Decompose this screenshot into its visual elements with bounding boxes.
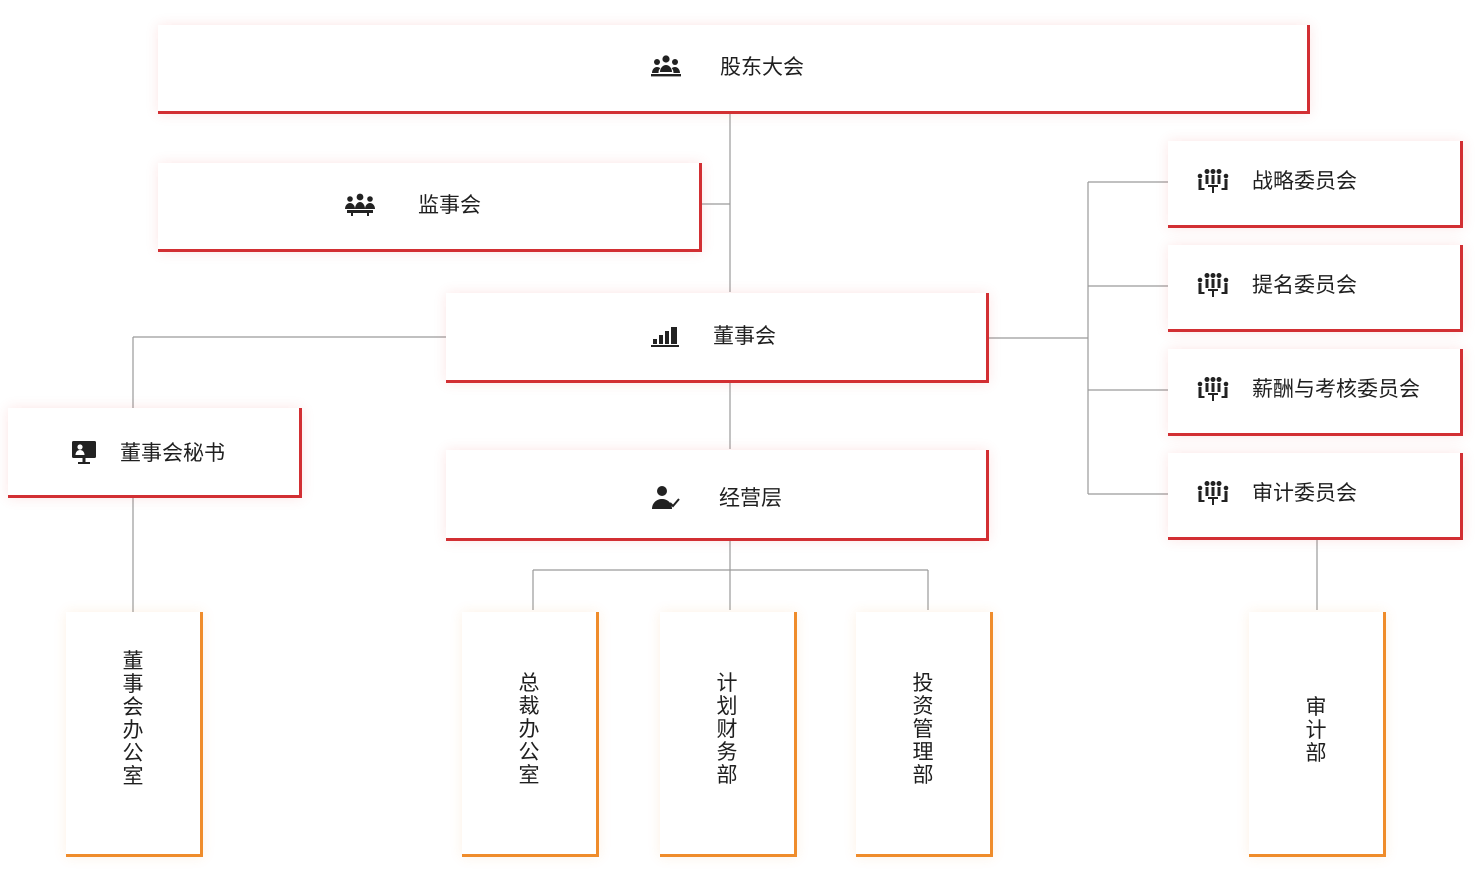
- president-office-node: 总裁办公室: [462, 612, 599, 857]
- audit-committee-label: 审计委员会: [1252, 481, 1357, 505]
- committee-icon: [1197, 376, 1229, 402]
- shareholders-meeting-node: 股东大会: [158, 25, 1310, 114]
- investment-management-node: 投资管理部: [856, 612, 993, 857]
- board-secretary-label: 董事会秘书: [120, 441, 225, 465]
- audit-department-node: 审计部: [1249, 612, 1386, 857]
- group-icon: [650, 53, 682, 79]
- investment-management-label: 投资管理部: [912, 671, 934, 787]
- nomination-committee-label: 提名委员会: [1252, 273, 1357, 297]
- monitor-user-icon: [68, 440, 100, 466]
- planning-finance-node: 计划财务部: [660, 612, 797, 857]
- strategy-committee-node: 战略委员会: [1168, 141, 1463, 228]
- compensation-committee-label: 薪酬与考核委员会: [1252, 377, 1420, 401]
- user-check-icon: [650, 485, 682, 511]
- committee-icon: [1197, 272, 1229, 298]
- nomination-committee-node: 提名委员会: [1168, 245, 1463, 332]
- strategy-committee-label: 战略委员会: [1252, 169, 1357, 193]
- board-office-node: 董事会办公室: [66, 612, 203, 857]
- audit-department-label: 审计部: [1305, 695, 1327, 765]
- board-office-label: 董事会办公室: [122, 649, 144, 788]
- board-secretary-node: 董事会秘书: [8, 408, 302, 498]
- management-node: 经营层: [446, 450, 989, 541]
- supervisory-board-label: 监事会: [418, 193, 481, 217]
- board-of-directors-label: 董事会: [713, 324, 776, 348]
- meeting-icon: [344, 191, 376, 217]
- compensation-committee-node: 薪酬与考核委员会: [1168, 349, 1463, 436]
- committee-icon: [1197, 168, 1229, 194]
- supervisory-board-node: 监事会: [158, 163, 702, 252]
- board-of-directors-node: 董事会: [446, 293, 989, 383]
- shareholders-meeting-label: 股东大会: [720, 55, 804, 79]
- president-office-label: 总裁办公室: [518, 671, 540, 787]
- audit-committee-node: 审计委员会: [1168, 453, 1463, 540]
- bar-chart-icon: [650, 323, 682, 349]
- management-label: 经营层: [719, 486, 782, 510]
- planning-finance-label: 计划财务部: [716, 671, 738, 787]
- committee-icon: [1197, 480, 1229, 506]
